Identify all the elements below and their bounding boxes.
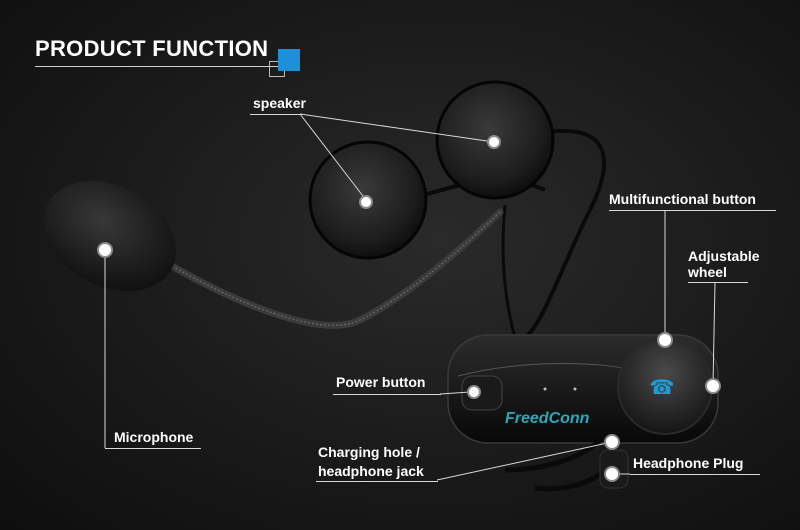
label-charging-hole-2: headphone jack: [318, 463, 424, 479]
freedconn-logo: FreedConn: [505, 410, 590, 427]
label-microphone: Microphone: [114, 429, 194, 445]
phone-icon: ☎: [650, 375, 675, 399]
callout-dot-wheel: [705, 378, 721, 394]
label-power-button: Power button: [336, 374, 426, 390]
callout-dot-power: [467, 385, 481, 399]
title-square-accent: [278, 49, 300, 71]
callout-dot-charging: [604, 434, 620, 450]
label-adjustable-wheel-1: Adjustable: [688, 248, 760, 264]
label-multifunctional-button: Multifunctional button: [609, 191, 756, 207]
callout-dot-microphone: [97, 242, 113, 258]
title-underline: [35, 66, 283, 67]
callout-dot-speaker-left: [359, 195, 373, 209]
label-headphone-plug: Headphone Plug: [633, 455, 744, 471]
callout-dot-multifunction: [657, 332, 673, 348]
callout-dot-speaker-right: [487, 135, 501, 149]
label-adjustable-wheel-2: wheel: [688, 264, 727, 280]
speaker-bridge-cable: [501, 204, 517, 339]
speaker-cable-right: [523, 128, 607, 340]
label-charging-hole-1: Charging hole /: [318, 444, 420, 460]
label-speaker: speaker: [253, 95, 306, 111]
page-title: PRODUCT FUNCTION: [35, 36, 269, 61]
microphone-foam: [43, 180, 177, 292]
callout-dot-plug: [604, 466, 620, 482]
